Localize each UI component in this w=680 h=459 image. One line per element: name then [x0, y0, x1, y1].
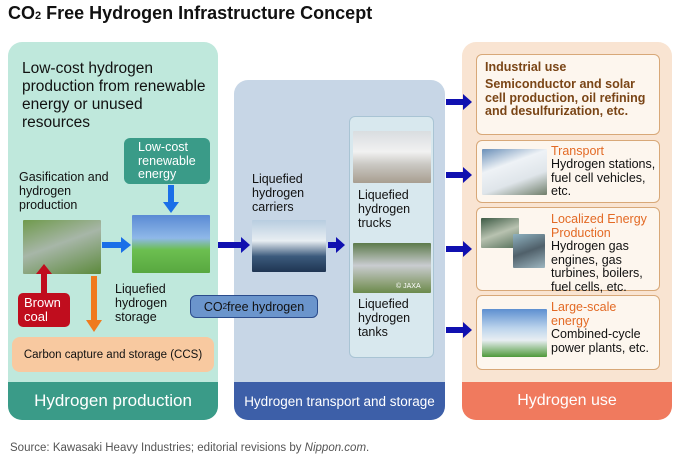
production-footer-label: Hydrogen production [34, 391, 192, 410]
large-scale-energy-body: Combined-cycle power plants, etc. [551, 327, 649, 355]
arrow-right-icon [446, 241, 472, 257]
storage-facility-image [132, 215, 210, 273]
arrow-up-icon [41, 273, 47, 293]
arrow-right-icon [446, 167, 472, 183]
ccs-box: Carbon capture and storage (CCS) [12, 337, 214, 372]
trucks-label: Liquefied hydrogen trucks [358, 188, 411, 230]
tanks-label: Liquefied hydrogen tanks [358, 297, 411, 339]
use-footer-label: Hydrogen use [517, 392, 617, 409]
brown-coal-box: Brown coal [18, 293, 70, 327]
gasification-plant-image [23, 220, 101, 274]
arrow-up-icon [36, 264, 52, 274]
arrow-right-icon [446, 322, 472, 338]
arrow-down-icon [86, 320, 102, 332]
arrow-down-icon [168, 185, 174, 203]
arrow-right-icon [121, 237, 131, 253]
arrow-right-icon [328, 237, 345, 253]
page-title: CO2 Free Hydrogen Infrastructure Concept [8, 3, 373, 23]
gasification-label: Gasification and hydrogen production [19, 170, 109, 212]
hydrogen-station-image [482, 149, 547, 195]
transport-footer-label: Hydrogen transport and storage [244, 393, 435, 409]
arrow-right-icon [218, 237, 250, 253]
production-footer: Hydrogen production [8, 382, 218, 420]
transport-use-head: Transport [551, 144, 605, 158]
large-scale-energy-head: Large-scale energy [551, 300, 617, 328]
gas-turbine-image [513, 234, 545, 268]
renewable-energy-box: Low-cost renewable energy [124, 138, 210, 184]
arrow-right-icon [102, 242, 122, 248]
industrial-use-body: Semiconductor and solar cell production,… [485, 77, 646, 118]
industrial-use-head: Industrial use [485, 60, 567, 74]
production-headline: Low-cost hydrogen production from renewa… [22, 60, 206, 131]
hydrogen-tanks-image [353, 243, 431, 293]
arrow-down-icon [91, 276, 97, 322]
transport-use-body: Hydrogen stations, fuel cell vehicles, e… [551, 157, 656, 198]
use-footer: Hydrogen use [462, 382, 672, 420]
storage-label: Liquefied hydrogen storage [115, 282, 168, 324]
power-plant-image [482, 309, 547, 357]
hydrogen-truck-image [353, 131, 431, 183]
localized-energy-box: Localized Energy Production Hydrogen gas… [476, 207, 660, 294]
arrow-right-icon [446, 94, 472, 110]
localized-energy-head: Localized Energy Production [551, 212, 647, 240]
transport-footer: Hydrogen transport and storage [234, 382, 445, 420]
transport-use-box: Transport Hydrogen stations, fuel cell v… [476, 140, 660, 203]
large-scale-energy-box: Large-scale energy Combined-cycle power … [476, 295, 660, 370]
localized-energy-body: Hydrogen gas engines, gas turbines, boil… [551, 239, 643, 294]
source-note: Source: Kawasaki Heavy Industries; edito… [10, 442, 370, 454]
tank-image-credit: © JAXA [396, 283, 421, 290]
hydrogen-carrier-ship-image [252, 220, 326, 272]
industrial-use-box: Industrial use Semiconductor and solar c… [476, 54, 660, 135]
carriers-label: Liquefied hydrogen carriers [252, 172, 305, 214]
gas-engine-image [481, 218, 519, 248]
arrow-down-icon [163, 202, 179, 213]
